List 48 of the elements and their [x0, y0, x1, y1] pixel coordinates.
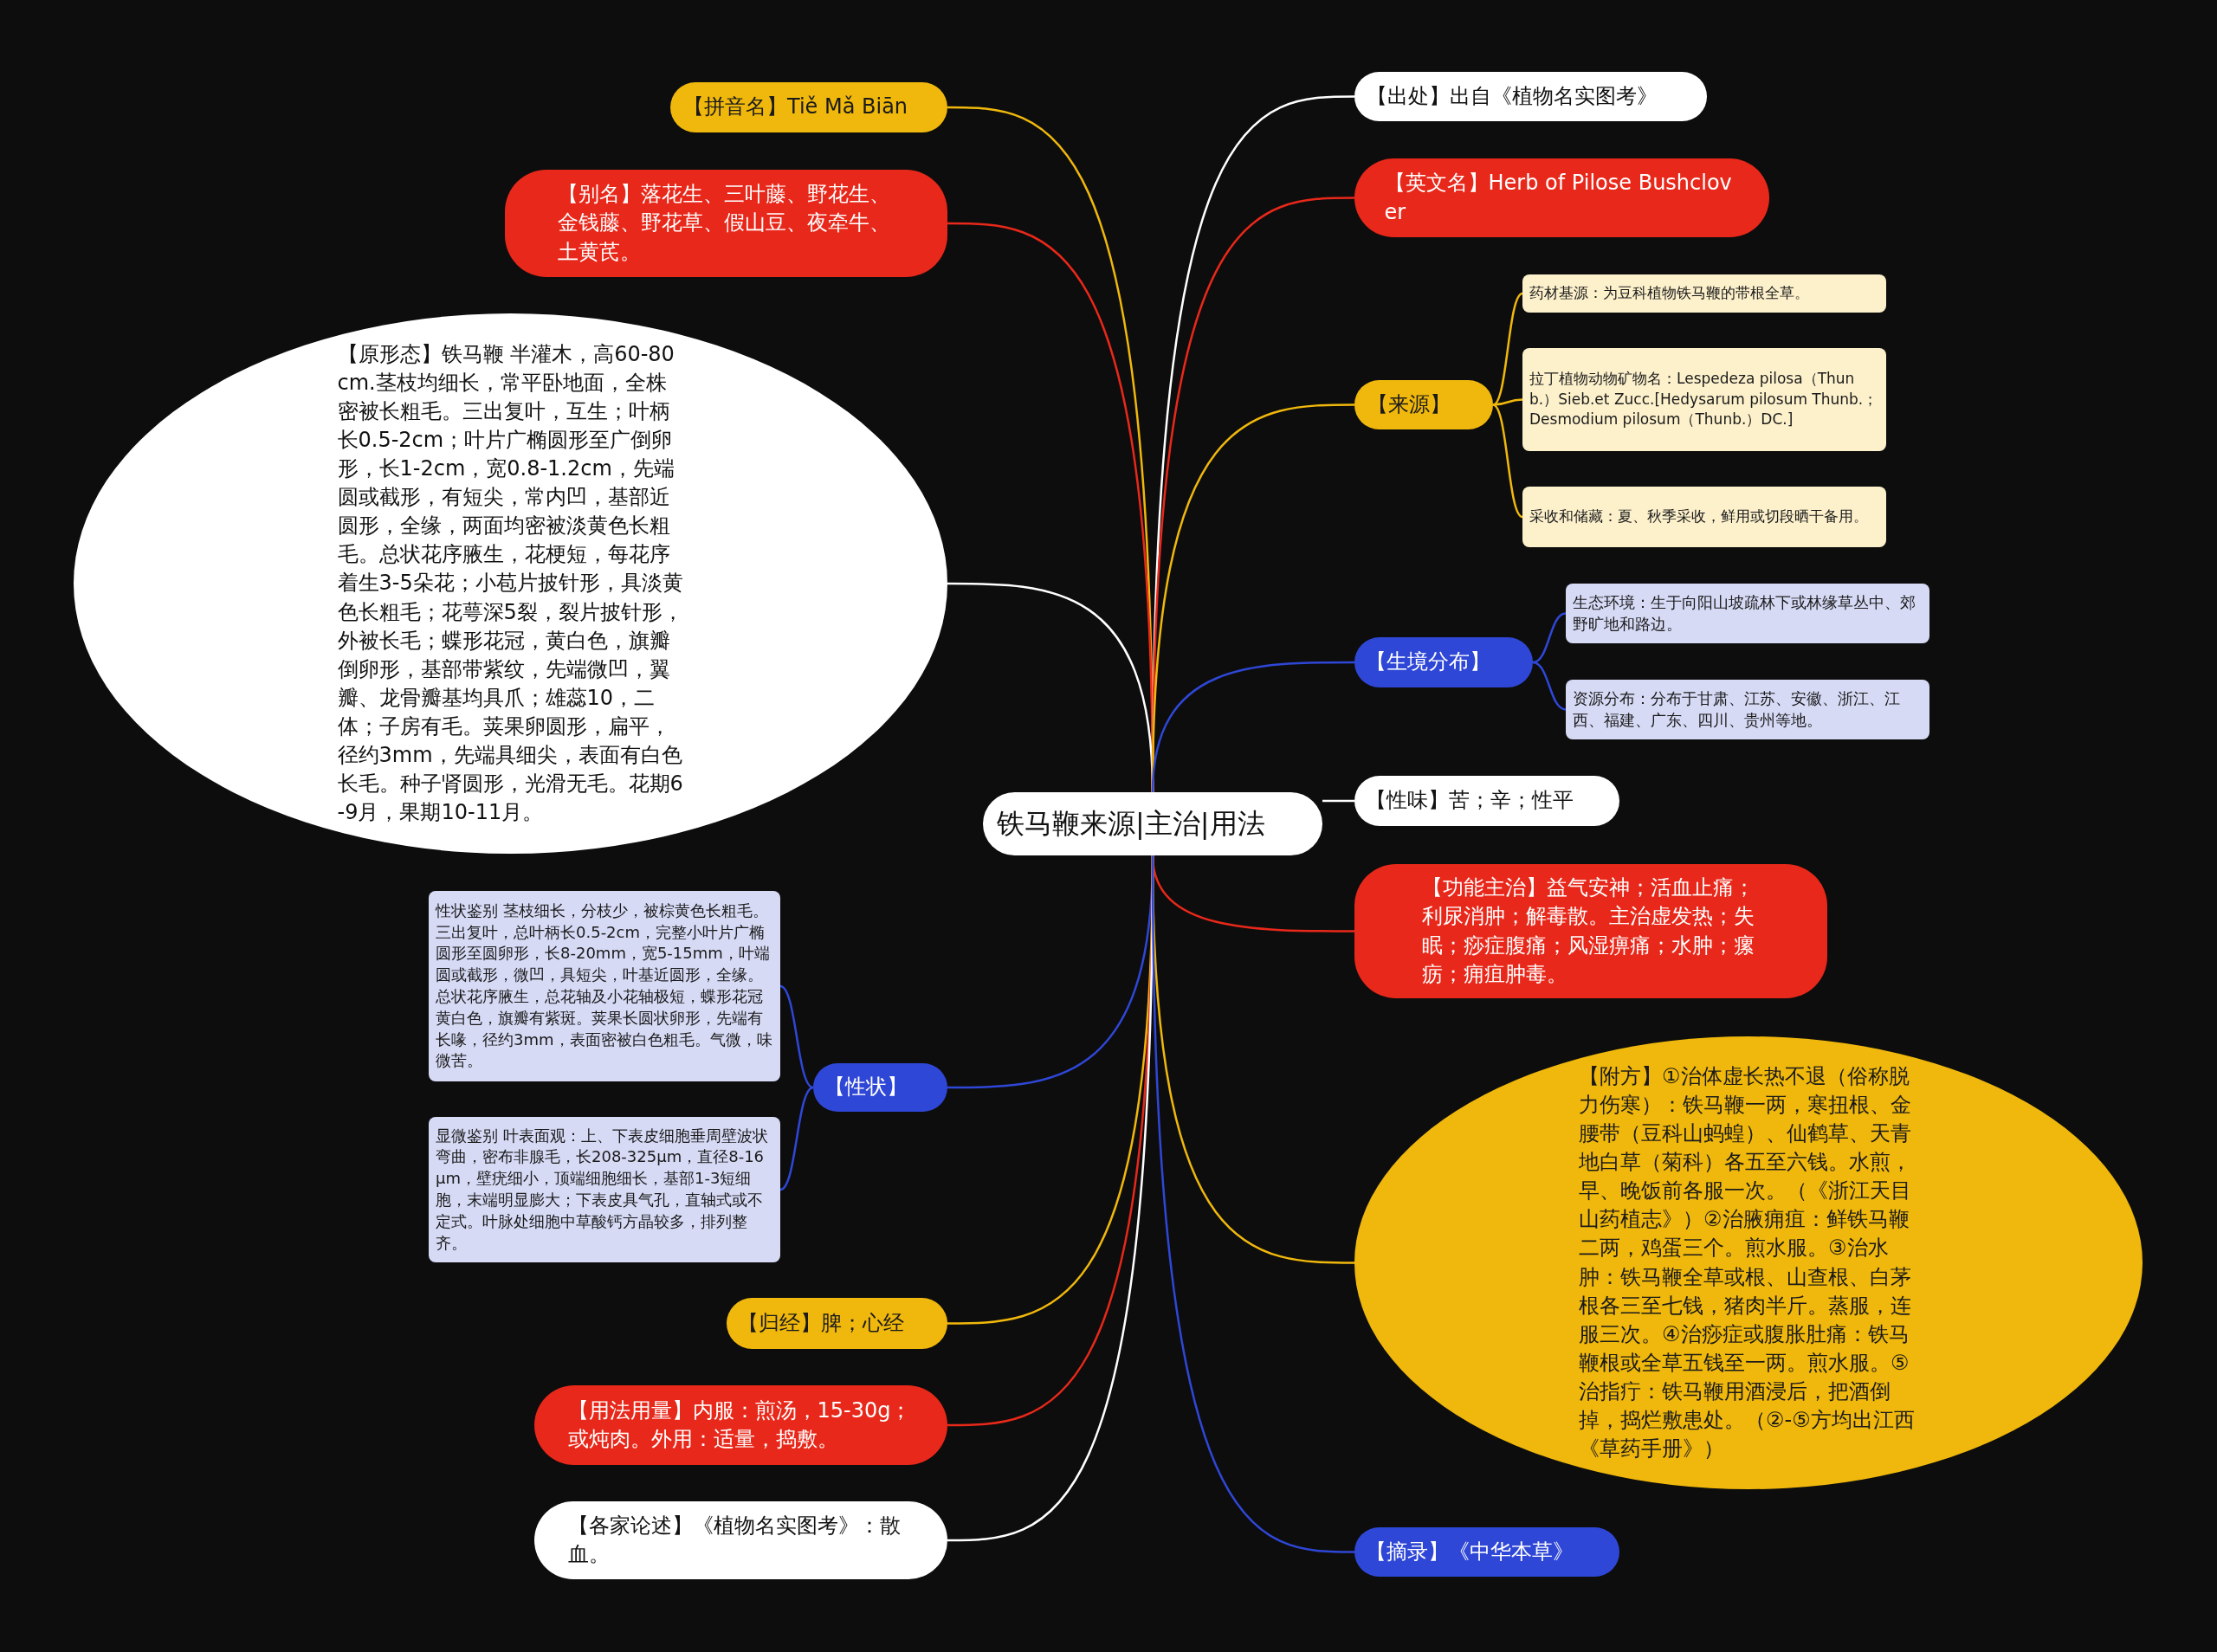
node-text: 药材基源：为豆科植物铁马鞭的带根全草。 [1529, 283, 1810, 304]
node-text: 【原形态】铁马鞭 半灌木，高60-80cm.茎枝均细长，常平卧地面，全株密被长粗毛。三出复叶，互生；叶柄长0.5-2cm；叶片广椭圆形至广倒卵形，长1-2cm，宽0.8-1.2cm，先端圆或截形，有短尖，常内凹，基部近圆形，全缘，两面均密被淡黄色长粗毛。总状花序腋生，花梗短，每花序着生3-5朵花；小苞片披针形，具淡黄色长粗毛；花萼深5裂，裂片披针形，外被长毛；蝶形花冠，黄白色，旗瓣倒卵形，基部带紫纹，先端微凹，翼瓣、龙骨瓣基均具爪；雄蕊10，二体；子房有毛。荚果卵圆形，扁平，径约3mm，先端具细尖，表面有白色长毛。种子肾圆形，光滑无毛。花期6-9月，果期10-11月。 [337, 340, 684, 827]
topic-pill [505, 170, 947, 277]
node-text: 显微鉴别 叶表面观：上、下表皮细胞垂周壁波状弯曲，密布非腺毛，长208-325μm，直径8-16μm，壁疣细小，顶端细胞细长，基部1-3短细胞，末端明显膨大；下表皮具气孔，直轴式或不定式。叶脉处细胞中草酸钙方晶较多，排列整齐。 [436, 1125, 769, 1254]
central-topic [983, 792, 1322, 855]
connector-line [1492, 292, 1523, 406]
topic-pill [1354, 72, 1707, 121]
connector-line [779, 1086, 814, 1191]
detail-card [429, 1117, 780, 1262]
node-text: 拉丁植物动物矿物名：Lespedeza pilosa（Thunb.）Sieb.et Zucc.[Hedysarum pilosum Thunb.；Desmodium pilosum（Thunb.）DC.] [1529, 369, 1879, 430]
connector-line [1151, 855, 1354, 1553]
topic-pill [670, 82, 947, 132]
connector-line [1322, 799, 1354, 803]
node-text: 【性味】苦；辛；性平 [1366, 787, 1574, 815]
detail-card [1566, 680, 1929, 739]
node-text: 【各家论述】《植物名实图考》：散血。 [567, 1512, 902, 1568]
node-text: 【附方】①治体虚长热不退（俗称脱力伤寒）：铁马鞭一两，寒扭根、金腰带（豆科山蚂蝗）、仙鹤草、天青地白草（菊科）各五至六钱。水煎，早、晚饭前各服一次。（《浙江天目山药植志》）②治腋痈疽：鲜铁马鞭二两，鸡蛋三个。煎水服。③治水肿：铁马鞭全草或根、山查根、白茅根各三至七钱，猪肉半斤。蒸服，连服三次。④治痧症或腹胀肚痛：铁马鞭根或全草五钱至一两。煎水服。⑤治指疔：铁马鞭用酒浸后，把酒倒掉，捣烂敷患处。（②-⑤方均出江西《草药手册》） [1579, 1062, 1916, 1463]
node-text: 生态环境：生于向阳山坡疏林下或林缘草丛中、郊野旷地和路边。 [1573, 591, 1916, 635]
node-text: 【生境分布】 [1366, 649, 1491, 676]
detail-card [1522, 348, 1886, 451]
node-text: 【归经】脾；心经 [737, 1309, 905, 1337]
topic-pill [1354, 776, 1619, 826]
detail-card [1522, 274, 1886, 313]
node-text: 【英文名】Herb of Pilose Bushclover [1384, 170, 1733, 226]
node-text: 【性状】 [824, 1074, 908, 1101]
node-text: 【拼音名】Tiě Mǎ Biān [683, 94, 909, 121]
topic-pill [1354, 1527, 1619, 1577]
node-text: 【别名】落花生、三叶藤、野花生、金钱藤、野花草、假山豆、夜牵牛、土黄芪。 [557, 181, 891, 266]
connector-line [1151, 661, 1354, 793]
connector-line [1532, 612, 1567, 664]
node-text: 资源分布：分布于甘肃、江苏、安徽、浙江、江西、福建、广东、四川、贵州等地。 [1573, 687, 1901, 731]
node-text: 【用法用量】内服：煎汤，15-30g；或炖肉。外用：适量，捣敷。 [567, 1397, 913, 1453]
topic-pill [1354, 637, 1533, 687]
node-text: 【出处】出自《植物名实图考》 [1366, 82, 1658, 110]
detail-card [1566, 584, 1929, 643]
node-text: 采收和储藏：夏、秋季采收，鲜用或切段晒干备用。 [1529, 507, 1869, 527]
node-text: 铁马鞭来源|主治|用法 [997, 806, 1266, 842]
connector-line [779, 984, 814, 1089]
node-text: 【来源】 [1367, 390, 1451, 418]
connector-line [1532, 661, 1567, 711]
topic-pill [813, 1063, 947, 1112]
node-text: 性状鉴别 茎枝细长，分枝少，被棕黄色长粗毛。三出复叶，总叶柄长0.5-2cm，完整小叶片广椭圆形至圆卵形，长8-20mm，宽5-15mm，叶端圆或截形，微凹，具短尖，叶基近圆形，全缘。总状花序腋生，总花轴及小花轴极短，蝶形花冠黄白色，旗瓣有紫斑。荚果长圆状卵形，先端有长喙，径约3mm，表面密被白色粗毛。气微，味微苦。 [436, 900, 773, 1072]
detail-card [1522, 487, 1886, 547]
node-text: 【功能主治】益气安神；活血止痛；利尿消肿；解毒散。主治虚发热；失眠；痧症腹痛；风湿痹痛；水肿；瘰疬；痈疽肿毒。 [1422, 874, 1755, 988]
connector-line [1492, 403, 1523, 519]
topic-pill [1354, 380, 1493, 429]
node-text: 【摘录】《中华本草》 [1366, 1538, 1574, 1565]
topic-pill [1354, 864, 1827, 998]
